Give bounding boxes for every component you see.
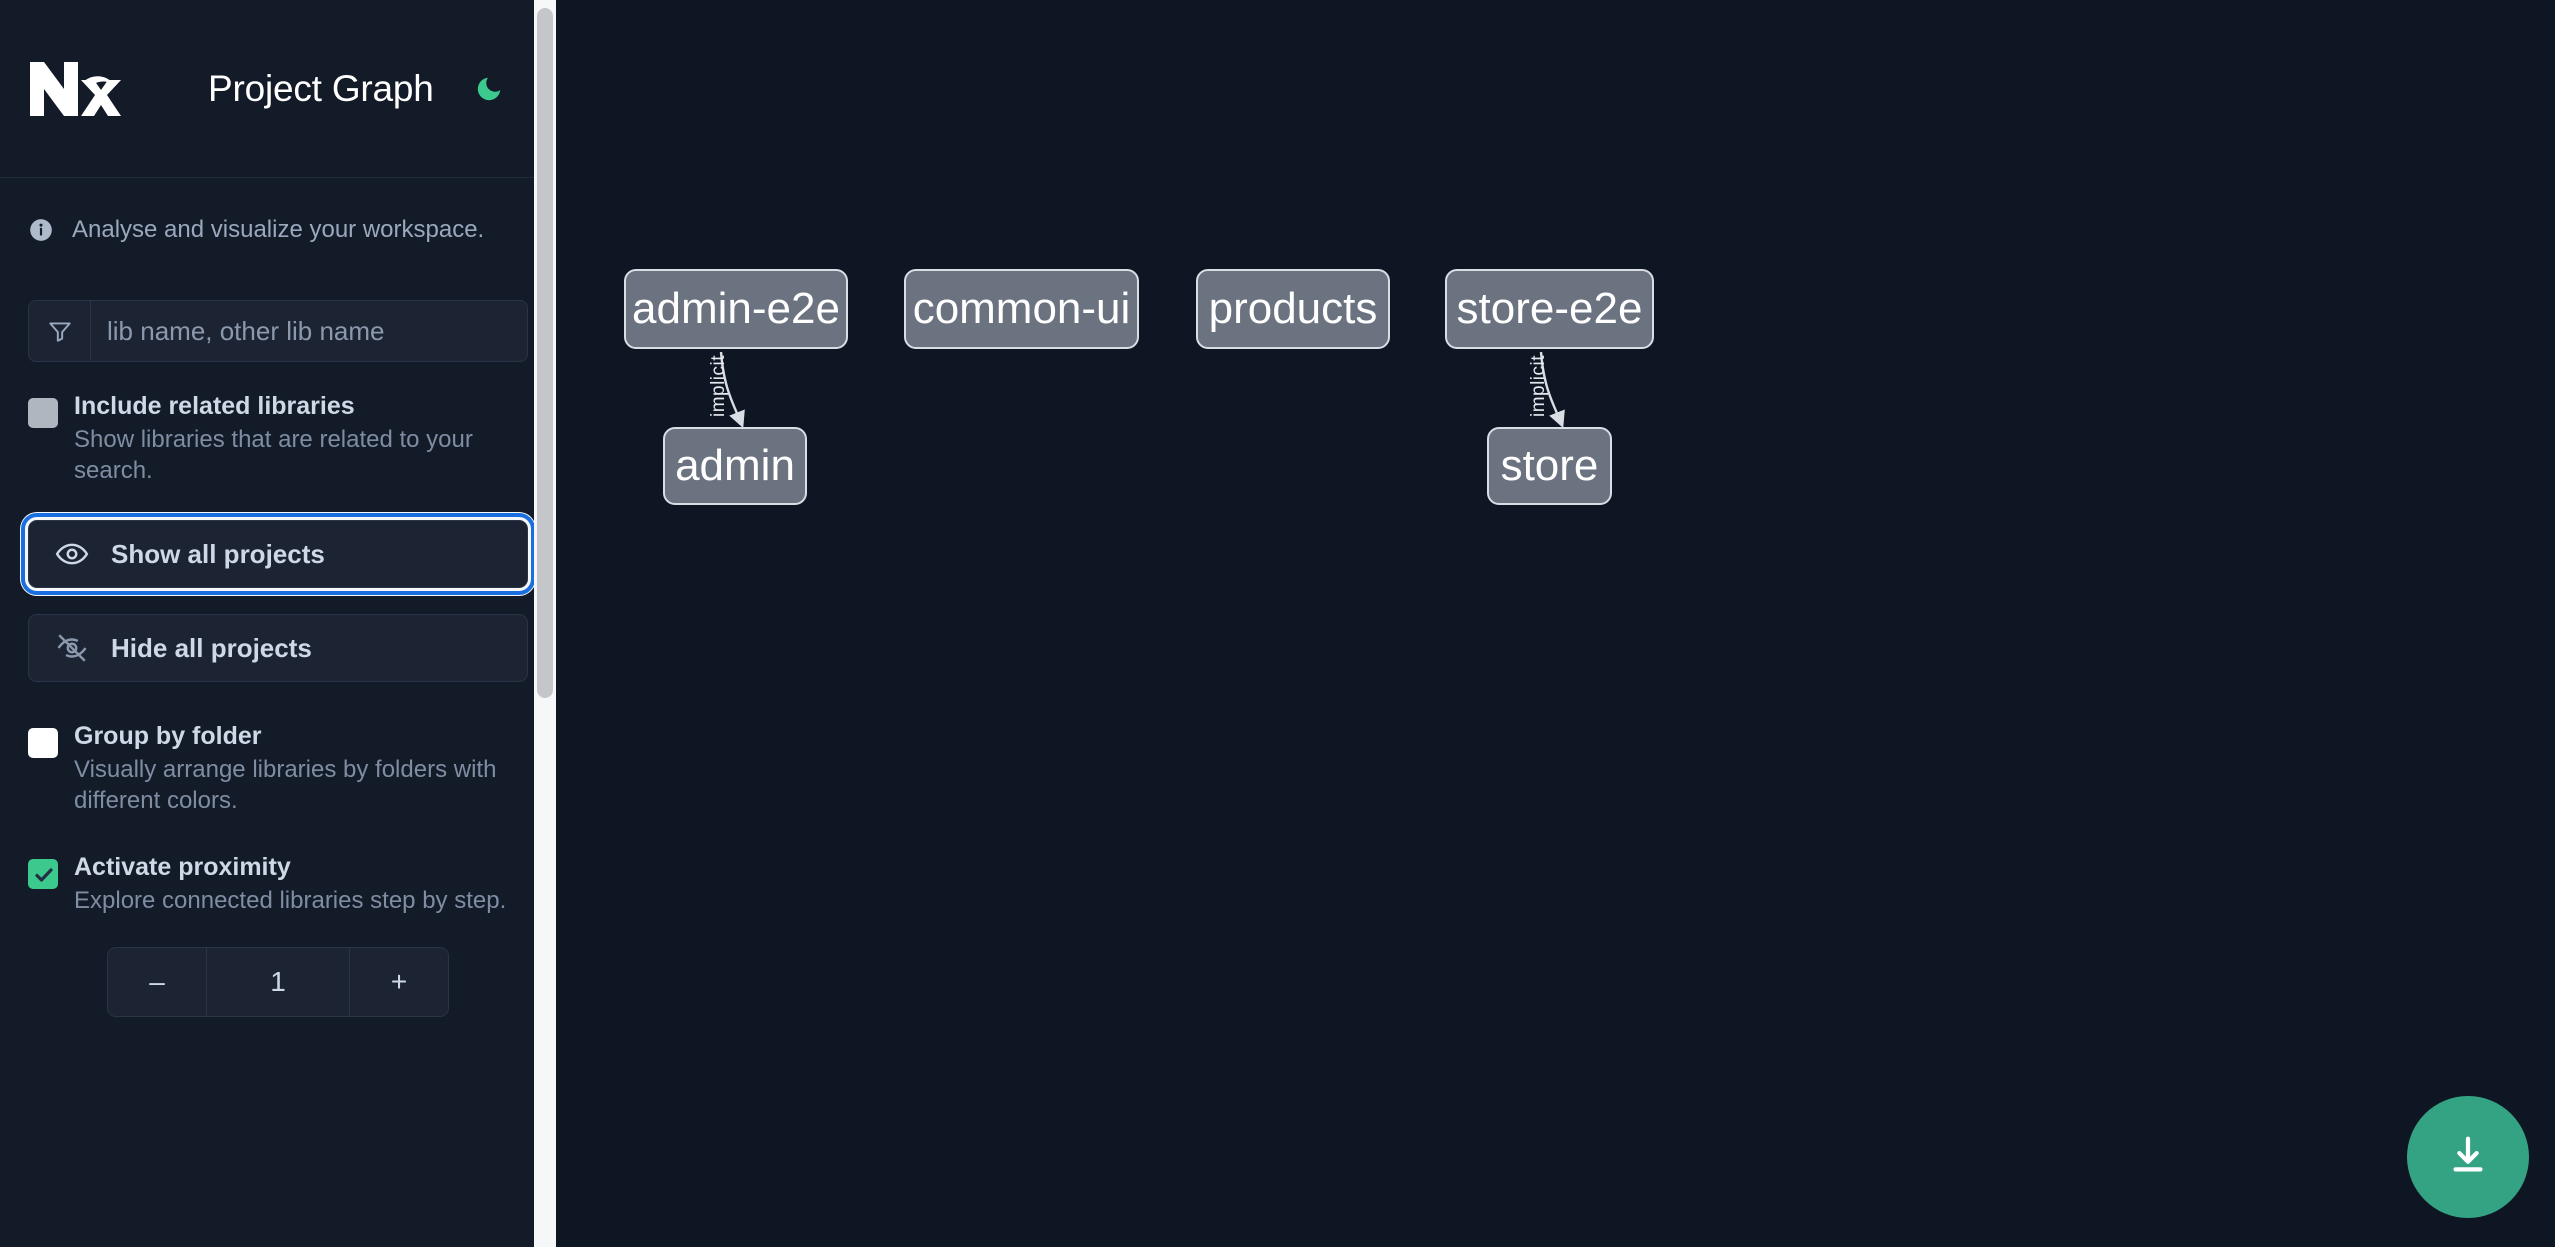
option-title: Group by folder [74,722,262,751]
proximity-decrement-button[interactable]: – [108,947,206,1016]
option-description: Explore connected libraries step by step… [74,886,507,914]
download-graph-button[interactable] [2407,1096,2529,1218]
workspace-info: Analyse and visualize your workspace. [0,178,556,282]
graph-node-store-e2e[interactable]: store-e2e [1445,269,1654,349]
show-all-projects-wrap: Show all projects [0,513,556,596]
option-title: Activate proximity [74,852,291,881]
hide-all-projects-label: Hide all projects [111,632,312,663]
sidebar-scrollbar-track[interactable] [534,0,556,1247]
proximity-value[interactable]: 1 [206,947,350,1016]
edge-label-implicit: implicit [708,354,729,418]
proximity-increment-button[interactable]: + [350,947,448,1016]
edge-label-implicit: implicit [1528,354,1549,418]
graph-node-admin[interactable]: admin [663,427,807,505]
info-icon [28,217,54,243]
graph-edges [719,351,1565,429]
graph-node-common-ui[interactable]: common-ui [904,269,1139,349]
option-include-related-libraries[interactable]: Include related libraries Show libraries… [0,392,556,486]
option-description: Visually arrange libraries by folders wi… [74,756,497,815]
graph-node-store[interactable]: store [1487,427,1612,505]
graph-node-admin-e2e[interactable]: admin-e2e [624,269,848,349]
search-section [0,300,556,362]
proximity-stepper: – 1 + [107,946,449,1017]
filter-icon [29,301,91,361]
option-activate-proximity[interactable]: Activate proximity Explore connected lib… [0,853,556,917]
moon-icon[interactable] [470,70,508,108]
graph-node-products[interactable]: products [1196,269,1390,349]
option-group-by-folder[interactable]: Group by folder Visually arrange librari… [0,722,556,816]
option-title: Include related libraries [74,392,355,420]
download-icon [2445,1133,2491,1182]
eye-slash-icon [55,631,89,665]
search-input[interactable] [91,301,527,361]
edge-admin-e2e-admin [719,351,745,429]
search-box[interactable] [28,300,528,362]
sidebar: Project Graph Analyse and visualize your… [0,0,556,1247]
hide-all-projects-button[interactable]: Hide all projects [28,614,528,683]
info-text: Analyse and visualize your workspace. [72,216,485,243]
include-related-libraries-checkbox[interactable] [28,398,58,428]
nx-logo [28,60,126,118]
hide-all-projects-wrap: Hide all projects [0,614,556,683]
graph-canvas[interactable]: implicit implicit admin-e2e common-ui pr… [556,0,2555,1247]
activate-proximity-checkbox[interactable] [28,858,58,889]
edge-store-e2e-store [1539,351,1565,429]
sidebar-header: Project Graph [0,0,556,178]
sidebar-scrollbar-thumb[interactable] [537,8,553,698]
proximity-stepper-wrap: – 1 + [0,946,556,1017]
page-title: Project Graph [208,67,434,109]
option-description: Show libraries that are related to your … [74,426,473,484]
show-all-projects-label: Show all projects [111,538,325,569]
show-all-projects-button[interactable]: Show all projects [21,513,535,596]
eye-icon [55,537,89,571]
group-by-folder-checkbox[interactable] [28,728,58,759]
